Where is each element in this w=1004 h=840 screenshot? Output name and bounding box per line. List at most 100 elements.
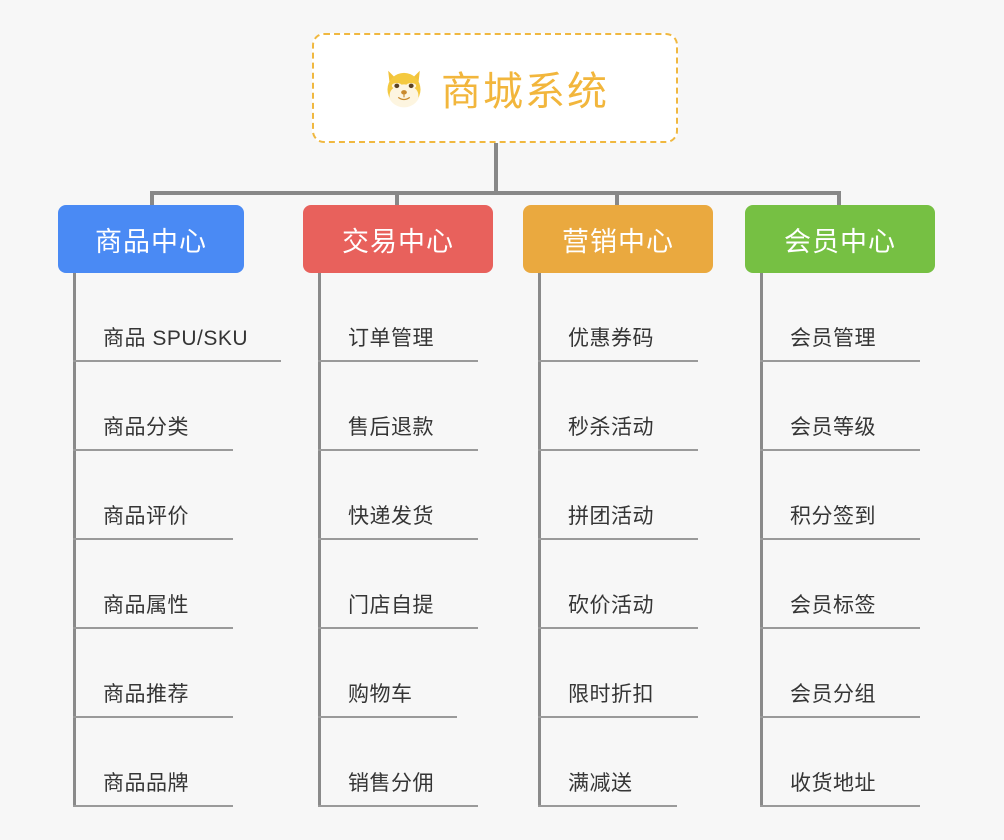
- category-spine: [73, 273, 76, 807]
- leaf-label: 积分签到: [790, 505, 876, 528]
- leaf-underline: [73, 716, 233, 718]
- connector-drop: [395, 191, 399, 205]
- list-item[interactable]: 会员管理: [745, 273, 965, 362]
- leaf-underline: [538, 627, 698, 629]
- list-item[interactable]: 商品 SPU/SKU: [58, 273, 281, 362]
- category-column-trade: 交易中心 订单管理 售后退款 快递发货 门店自提 购物车: [303, 191, 523, 807]
- leaf-underline: [760, 805, 920, 807]
- leaf-list-member: 会员管理 会员等级 积分签到 会员标签 会员分组 收货地址: [745, 273, 965, 807]
- leaf-label: 商品评价: [103, 505, 189, 528]
- leaf-label: 会员标签: [790, 594, 876, 617]
- leaf-underline: [538, 449, 698, 451]
- list-item[interactable]: 售后退款: [303, 362, 523, 451]
- list-item[interactable]: 收货地址: [745, 718, 965, 807]
- connector-horizontal-bar: [152, 191, 838, 195]
- category-column-product: 商品中心 商品 SPU/SKU 商品分类 商品评价 商品属性 商品推荐: [58, 191, 281, 807]
- leaf-underline: [538, 716, 698, 718]
- list-item[interactable]: 砍价活动: [523, 540, 743, 629]
- list-item[interactable]: 商品评价: [58, 451, 278, 540]
- category-label: 会员中心: [784, 226, 896, 257]
- leaf-label: 销售分佣: [348, 772, 434, 795]
- list-item[interactable]: 满减送: [523, 718, 743, 807]
- leaf-label: 砍价活动: [568, 594, 654, 617]
- root-node[interactable]: 商城系统: [312, 33, 678, 143]
- list-item[interactable]: 订单管理: [303, 273, 523, 362]
- leaf-label: 满减送: [568, 772, 633, 795]
- leaf-label: 拼团活动: [568, 505, 654, 528]
- list-item[interactable]: 拼团活动: [523, 451, 743, 540]
- list-item[interactable]: 门店自提: [303, 540, 523, 629]
- leaf-label: 订单管理: [348, 327, 434, 350]
- leaf-label: 收货地址: [790, 772, 876, 795]
- leaf-underline: [538, 805, 677, 807]
- category-label: 营销中心: [562, 226, 674, 257]
- leaf-label: 会员管理: [790, 327, 876, 350]
- leaf-underline: [73, 360, 281, 362]
- list-item[interactable]: 购物车: [303, 629, 523, 718]
- category-header-member[interactable]: 会员中心: [745, 205, 935, 273]
- leaf-underline: [538, 360, 698, 362]
- list-item[interactable]: 商品属性: [58, 540, 278, 629]
- list-item[interactable]: 商品分类: [58, 362, 278, 451]
- leaf-label: 会员分组: [790, 683, 876, 706]
- list-item[interactable]: 秒杀活动: [523, 362, 743, 451]
- leaf-underline: [538, 538, 698, 540]
- category-column-member: 会员中心 会员管理 会员等级 积分签到 会员标签 会员分组: [745, 191, 965, 807]
- leaf-underline: [318, 360, 478, 362]
- list-item[interactable]: 积分签到: [745, 451, 965, 540]
- leaf-underline: [760, 538, 920, 540]
- leaf-underline: [318, 449, 478, 451]
- leaf-label: 秒杀活动: [568, 416, 654, 439]
- list-item[interactable]: 优惠券码: [523, 273, 743, 362]
- leaf-underline: [760, 360, 920, 362]
- category-header-trade[interactable]: 交易中心: [303, 205, 493, 273]
- category-spine: [318, 273, 321, 807]
- leaf-underline: [318, 627, 478, 629]
- list-item[interactable]: 会员标签: [745, 540, 965, 629]
- leaf-label: 快递发货: [348, 505, 434, 528]
- leaf-underline: [318, 538, 478, 540]
- category-spine: [760, 273, 763, 807]
- leaf-list-product: 商品 SPU/SKU 商品分类 商品评价 商品属性 商品推荐 商品品牌: [58, 273, 281, 807]
- leaf-underline: [318, 716, 457, 718]
- leaf-label: 商品分类: [103, 416, 189, 439]
- list-item[interactable]: 限时折扣: [523, 629, 743, 718]
- list-item[interactable]: 会员分组: [745, 629, 965, 718]
- list-item[interactable]: 会员等级: [745, 362, 965, 451]
- leaf-underline: [73, 627, 233, 629]
- leaf-label: 门店自提: [348, 594, 434, 617]
- leaf-label: 售后退款: [348, 416, 434, 439]
- shiba-dog-icon: [381, 65, 427, 111]
- leaf-label: 购物车: [348, 683, 413, 706]
- leaf-label: 会员等级: [790, 416, 876, 439]
- leaf-underline: [73, 805, 233, 807]
- category-column-marketing: 营销中心 优惠券码 秒杀活动 拼团活动 砍价活动 限时折扣: [523, 191, 743, 807]
- leaf-label: 优惠券码: [568, 327, 654, 350]
- root-title: 商城系统: [441, 70, 609, 114]
- leaf-list-marketing: 优惠券码 秒杀活动 拼团活动 砍价活动 限时折扣 满减送: [523, 273, 743, 807]
- leaf-underline: [760, 627, 920, 629]
- list-item[interactable]: 销售分佣: [303, 718, 523, 807]
- leaf-label: 商品属性: [103, 594, 189, 617]
- leaf-underline: [73, 538, 233, 540]
- leaf-list-trade: 订单管理 售后退款 快递发货 门店自提 购物车 销售分佣: [303, 273, 523, 807]
- category-header-product[interactable]: 商品中心: [58, 205, 244, 273]
- leaf-underline: [318, 805, 478, 807]
- leaf-underline: [73, 449, 233, 451]
- list-item[interactable]: 商品推荐: [58, 629, 278, 718]
- list-item[interactable]: 快递发货: [303, 451, 523, 540]
- list-item[interactable]: 商品品牌: [58, 718, 278, 807]
- leaf-label: 商品品牌: [103, 772, 189, 795]
- category-header-marketing[interactable]: 营销中心: [523, 205, 713, 273]
- category-spine: [538, 273, 541, 807]
- leaf-label: 限时折扣: [568, 683, 654, 706]
- category-label: 商品中心: [95, 226, 207, 257]
- connector-drop: [615, 191, 619, 205]
- category-label: 交易中心: [342, 226, 454, 257]
- leaf-label: 商品 SPU/SKU: [103, 327, 249, 350]
- connector-drop: [150, 191, 154, 205]
- leaf-label: 商品推荐: [103, 683, 189, 706]
- leaf-underline: [760, 716, 920, 718]
- connector-drop: [837, 191, 841, 205]
